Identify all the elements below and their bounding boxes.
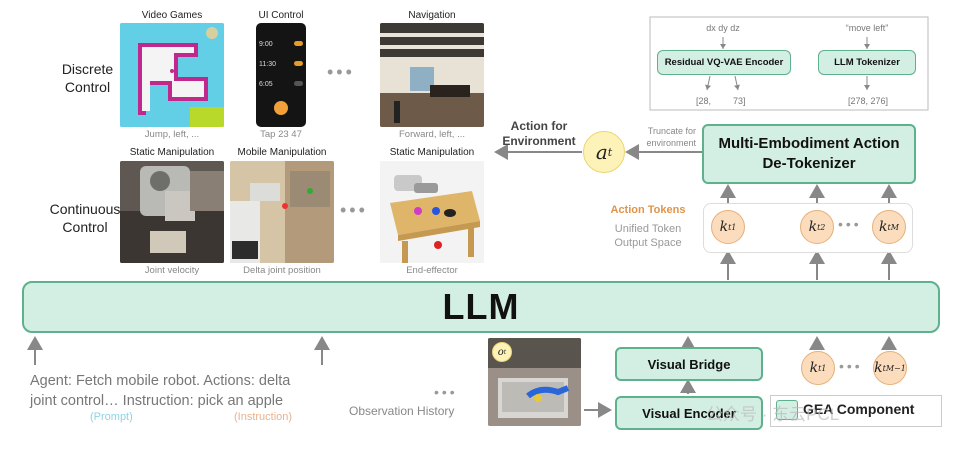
mobile-manip-image bbox=[230, 161, 334, 263]
ellipsis-row2: ••• bbox=[340, 200, 368, 220]
continuous-control-label: Continuous Control bbox=[49, 201, 121, 235]
observation-history-label: Observation History bbox=[349, 404, 455, 418]
navigation-caption: Forward, left, ... bbox=[399, 129, 465, 140]
legend-box bbox=[770, 395, 942, 427]
token-out-ellipsis: ••• bbox=[838, 216, 862, 232]
static-manip-1-image bbox=[120, 161, 224, 263]
ui-control-title: UI Control bbox=[258, 10, 304, 21]
mobile-manip-caption: Delta joint position bbox=[243, 265, 321, 276]
visual-encoder: Visual Encoder bbox=[615, 396, 763, 430]
ui-time-2: 11:30 bbox=[259, 61, 276, 68]
ui-time-1: 9:00 bbox=[259, 41, 273, 48]
action-for-environment-label: Action for Environment bbox=[502, 119, 576, 148]
llm-label: LLM bbox=[442, 286, 520, 327]
static-manip-1-title: Static Manipulation bbox=[129, 147, 215, 158]
output-left-b: 73] bbox=[733, 96, 746, 106]
discrete-control-label: Discrete Control bbox=[61, 61, 114, 95]
input-move-left: “move left” bbox=[845, 23, 889, 33]
truncate-label: Truncate for environment bbox=[646, 126, 696, 148]
llm-tokenizer: LLM Tokenizer bbox=[818, 50, 916, 75]
static-manip-2-image bbox=[380, 161, 484, 263]
action-tokens-title: Action Tokens bbox=[610, 204, 686, 216]
static-manip-1-caption: Joint velocity bbox=[144, 265, 200, 276]
output-left-a: [28, bbox=[696, 96, 712, 106]
residual-vqvae-encoder: Residual VQ-VAE Encoder bbox=[657, 50, 791, 75]
ui-control-caption: Tap 23 47 bbox=[260, 129, 302, 140]
token-in-ellipsis: ••• bbox=[839, 358, 863, 374]
video-games-title: Video Games bbox=[141, 10, 203, 21]
multi-embodiment-detokenizer: Multi-Embodiment Action De-Tokenizer bbox=[702, 124, 916, 184]
static-manip-2-title: Static Manipulation bbox=[389, 147, 475, 158]
mobile-manip-title: Mobile Manipulation bbox=[237, 147, 327, 158]
video-games-image bbox=[120, 23, 224, 127]
static-manip-2-caption: End-effector bbox=[406, 265, 458, 276]
ui-control-image: 9:00 11:30 6:05 bbox=[256, 23, 306, 127]
video-games-caption: Jump, left, ... bbox=[144, 129, 200, 140]
legend-swatch bbox=[776, 400, 798, 420]
unified-token-label: Unified Token Output Space bbox=[614, 223, 682, 249]
ellipsis-row1: ••• bbox=[327, 62, 355, 82]
instruction-tag: (Instruction) bbox=[234, 411, 293, 423]
prompt-text: Agent: Fetch mobile robot. Actions: delt… bbox=[30, 373, 291, 409]
output-right: [278, 276] bbox=[847, 96, 889, 106]
navigation-image bbox=[380, 23, 484, 127]
navigation-title: Navigation bbox=[408, 10, 456, 21]
llm-block: LLM bbox=[22, 281, 940, 333]
prompt-tag: (Prompt) bbox=[90, 411, 133, 423]
observation-ellipsis: ••• bbox=[434, 384, 458, 400]
input-dxdydz: dx dy dz bbox=[706, 23, 740, 33]
visual-bridge: Visual Bridge bbox=[615, 347, 763, 381]
watermark: 公众号 · 东云PCL bbox=[706, 405, 840, 424]
legend-label: GEA Component bbox=[803, 401, 915, 417]
ui-time-3: 6:05 bbox=[259, 81, 273, 88]
